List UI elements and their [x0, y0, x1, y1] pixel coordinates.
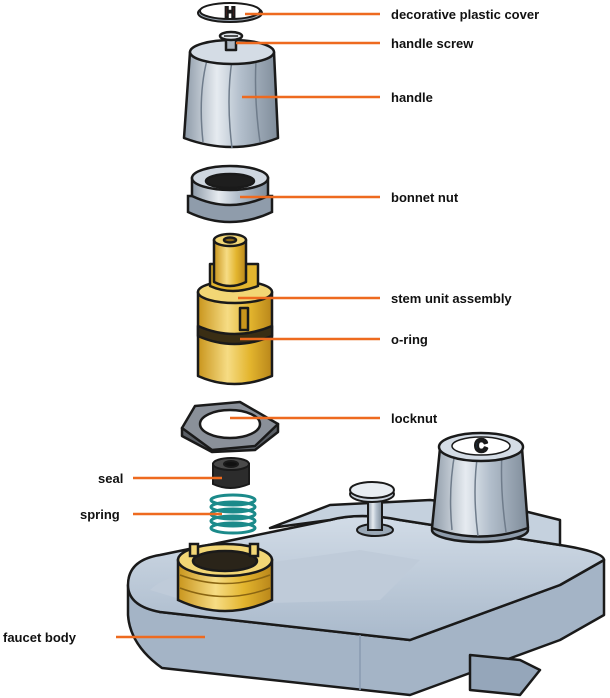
- valve-seat-illustration: [176, 542, 274, 613]
- label-spring: spring: [80, 507, 120, 522]
- label-faucet-body: faucet body: [3, 630, 77, 645]
- label-seal: seal: [98, 471, 123, 486]
- label-bonnet-nut: bonnet nut: [391, 190, 459, 205]
- hot-cover-letter: H: [225, 4, 236, 21]
- label-handle-screw: handle screw: [391, 36, 474, 51]
- label-decorative-cover: decorative plastic cover: [391, 7, 539, 22]
- decorative-cover-illustration: H: [197, 2, 263, 23]
- stem-unit-illustration: [196, 232, 274, 386]
- handle-illustration: [182, 30, 280, 149]
- locknut-illustration: [180, 400, 280, 454]
- cold-handle-illustration: C: [430, 431, 530, 544]
- popup-knob-illustration: [349, 481, 395, 537]
- part-labels: decorative plastic cover handle screw ha…: [3, 7, 539, 645]
- cold-cover-letter: C: [475, 436, 488, 456]
- label-o-ring: o-ring: [391, 332, 428, 347]
- leader-lines: [116, 12, 380, 639]
- seal-illustration: [212, 457, 250, 489]
- label-handle: handle: [391, 90, 433, 105]
- label-locknut: locknut: [391, 411, 438, 426]
- bonnet-nut-illustration: [186, 164, 274, 224]
- label-stem-unit: stem unit assembly: [391, 291, 512, 306]
